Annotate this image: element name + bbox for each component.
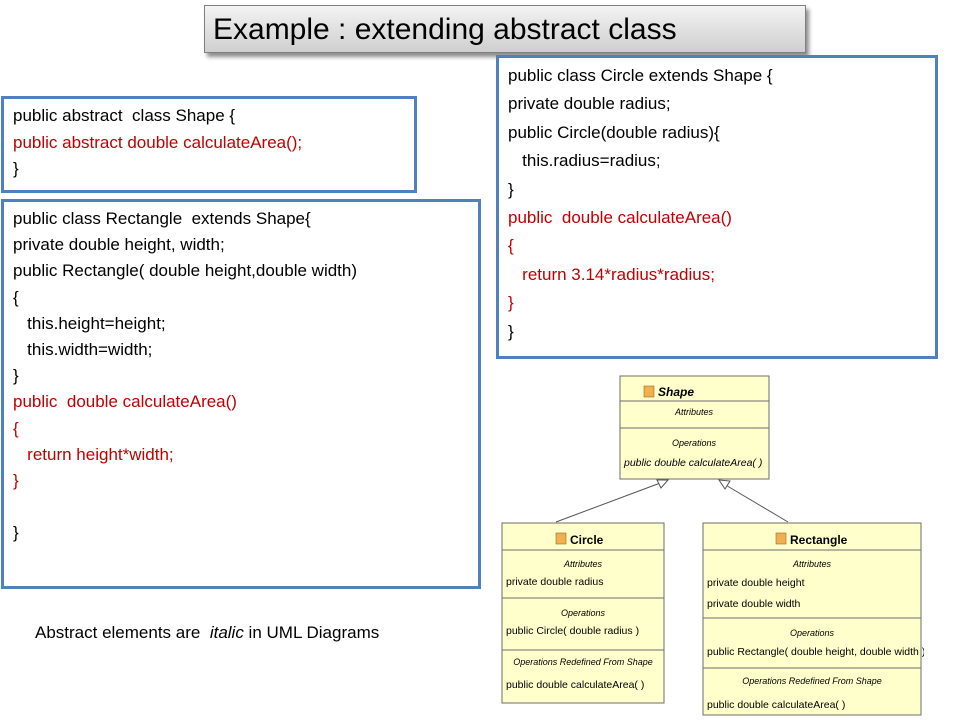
rectangle-code-box: public class Rectangle extends Shape{ pr…: [1, 199, 481, 589]
uml-shape-operation: public double calculateArea( ): [623, 457, 762, 469]
uml-circle-redefined-operation: public double calculateArea( ): [506, 679, 644, 691]
uml-rectangle-attributes-label: Attributes: [792, 559, 832, 569]
uml-class-circle: Circle Attributes private double radius …: [501, 522, 665, 704]
uml-circle-redefined-label: Operations Redefined From Shape: [513, 657, 653, 667]
shape-code-box: public abstract class Shape { public abs…: [1, 96, 417, 193]
code-line: {: [508, 236, 514, 256]
slide-title-box: Example : extending abstract class: [204, 5, 806, 53]
code-line: public abstract class Shape {: [13, 106, 236, 125]
class-icon: [643, 385, 655, 398]
uml-class-shape: Shape Attributes Operations public doubl…: [619, 375, 770, 480]
code-line: public double calculateArea(): [508, 207, 732, 227]
uml-class-rectangle: Rectangle Attributes private double heig…: [702, 522, 924, 716]
code-line: private double radius;: [508, 94, 671, 114]
code-line: public Rectangle( double height,double w…: [13, 261, 358, 281]
code-line: {: [13, 287, 19, 307]
code-line: private double height, width;: [13, 235, 225, 255]
uml-rectangle-operation: public Rectangle( double height, double …: [707, 646, 924, 658]
code-line: }: [508, 179, 514, 199]
code-line: [13, 494, 478, 520]
uml-circle-operations-label: Operations: [561, 608, 606, 618]
caption: Abstract elements are italic in UML Diag…: [35, 622, 379, 644]
code-line: }: [13, 366, 19, 386]
caption-italic-word: italic: [209, 623, 244, 642]
code-line: public class Rectangle extends Shape{: [13, 209, 311, 228]
code-line: }: [13, 523, 19, 543]
code-line: }: [13, 470, 19, 490]
generalization-arrow-circle: [555, 479, 670, 523]
uml-rectangle-name: Rectangle: [790, 533, 848, 547]
caption-text-end: in UML Diagrams: [243, 623, 380, 642]
code-line: this.height=height;: [13, 313, 166, 333]
code-line: public class Circle extends Shape {: [508, 66, 773, 85]
uml-rectangle-attribute: private double width: [707, 598, 801, 610]
uml-circle-attributes-label: Attributes: [563, 559, 603, 569]
code-line: public Circle(double radius){: [508, 122, 720, 142]
circle-code-box: public class Circle extends Shape { priv…: [496, 55, 938, 359]
uml-rectangle-redefined-label: Operations Redefined From Shape: [742, 676, 882, 686]
uml-shape-name: Shape: [658, 385, 694, 399]
code-line: return height*width;: [13, 444, 174, 464]
code-line: public double calculateArea(): [13, 392, 237, 412]
uml-shape-operations-label: Operations: [672, 438, 717, 448]
code-line: this.radius=radius;: [508, 151, 661, 171]
generalization-arrow-rectangle: [718, 479, 789, 523]
code-line: }: [508, 321, 514, 341]
uml-rectangle-attribute: private double height: [707, 577, 805, 589]
code-line: public abstract double calculateArea();: [13, 132, 303, 152]
code-line: this.width=width;: [13, 339, 153, 359]
uml-circle-attribute: private double radius: [506, 576, 603, 588]
uml-shape-attributes-label: Attributes: [674, 407, 714, 417]
code-line: }: [508, 293, 514, 313]
class-icon: [775, 532, 787, 545]
uml-class-diagram: Shape Attributes Operations public doubl…: [496, 370, 924, 720]
caption-text: Abstract elements are: [35, 623, 210, 642]
code-line: }: [13, 159, 19, 178]
uml-rectangle-redefined-operation: public double calculateArea( ): [707, 699, 845, 711]
uml-rectangle-operations-label: Operations: [790, 628, 835, 638]
uml-circle-operation: public Circle( double radius ): [506, 625, 639, 637]
uml-circle-name: Circle: [570, 533, 604, 547]
slide-title: Example : extending abstract class: [213, 13, 677, 46]
class-icon: [555, 532, 567, 545]
code-line: {: [13, 418, 19, 438]
code-line: return 3.14*radius*radius;: [508, 264, 715, 284]
